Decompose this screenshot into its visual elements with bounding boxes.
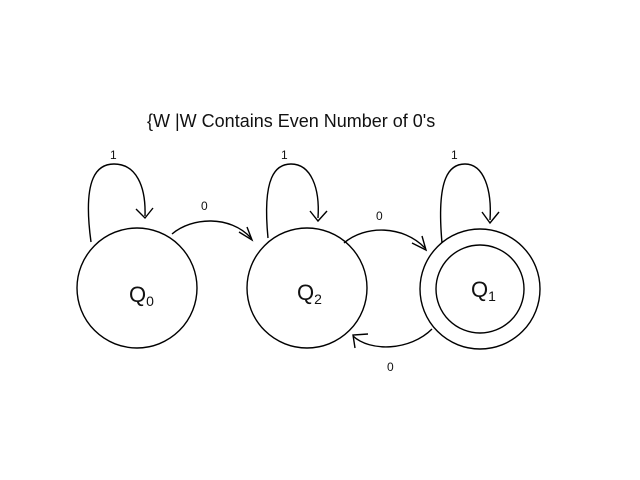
edge-q0-q2-label: 0: [201, 199, 208, 213]
edge-q1-q2-arc: [352, 328, 433, 348]
state-q2: Q2: [246, 227, 368, 349]
edge-q0-q2-arc: [171, 220, 252, 239]
state-q2-circle: [246, 227, 368, 349]
state-q1-label: Q1: [471, 277, 496, 304]
edge-q2-q1-arc: [343, 229, 426, 249]
self-loop-q0-label: 1: [110, 148, 117, 162]
transition-q0-q2: 0: [171, 199, 254, 242]
transition-q2-q1: 0: [343, 209, 428, 252]
self-loop-q1-arrowhead: [481, 211, 500, 225]
state-q1-outer-circle: [419, 228, 541, 350]
state-q0-label: Q0: [129, 282, 154, 309]
self-loop-q0-arc: [87, 163, 146, 243]
edge-q2-q1-label: 0: [376, 209, 383, 223]
self-loop-q0-arrowhead: [135, 207, 154, 220]
self-loop-q2-arc: [265, 163, 319, 239]
diagram-title: {W |W Contains Even Number of 0's: [147, 111, 435, 131]
edge-q1-q2-label: 0: [387, 360, 394, 374]
self-loop-q2-label: 1: [281, 148, 288, 162]
edge-q1-q2-arrowhead: [352, 333, 369, 349]
state-q1-inner-circle: [435, 244, 525, 334]
self-loop-q1-label: 1: [451, 148, 458, 162]
transition-q0-q0: 1: [87, 148, 154, 243]
edge-q2-q1-arrowhead: [411, 235, 428, 252]
self-loop-q2-arrowhead: [309, 210, 328, 223]
transition-q1-q2: 0: [352, 328, 433, 374]
state-q1: Q1: [419, 228, 541, 350]
self-loop-q1-arc: [439, 163, 491, 244]
transition-q1-q1: 1: [439, 148, 500, 244]
state-q0: Q0: [76, 227, 198, 349]
state-q0-circle: [76, 227, 198, 349]
transition-q2-q2: 1: [265, 148, 328, 239]
state-q2-label: Q2: [297, 280, 322, 307]
edge-q0-q2-arrowhead: [238, 226, 254, 242]
